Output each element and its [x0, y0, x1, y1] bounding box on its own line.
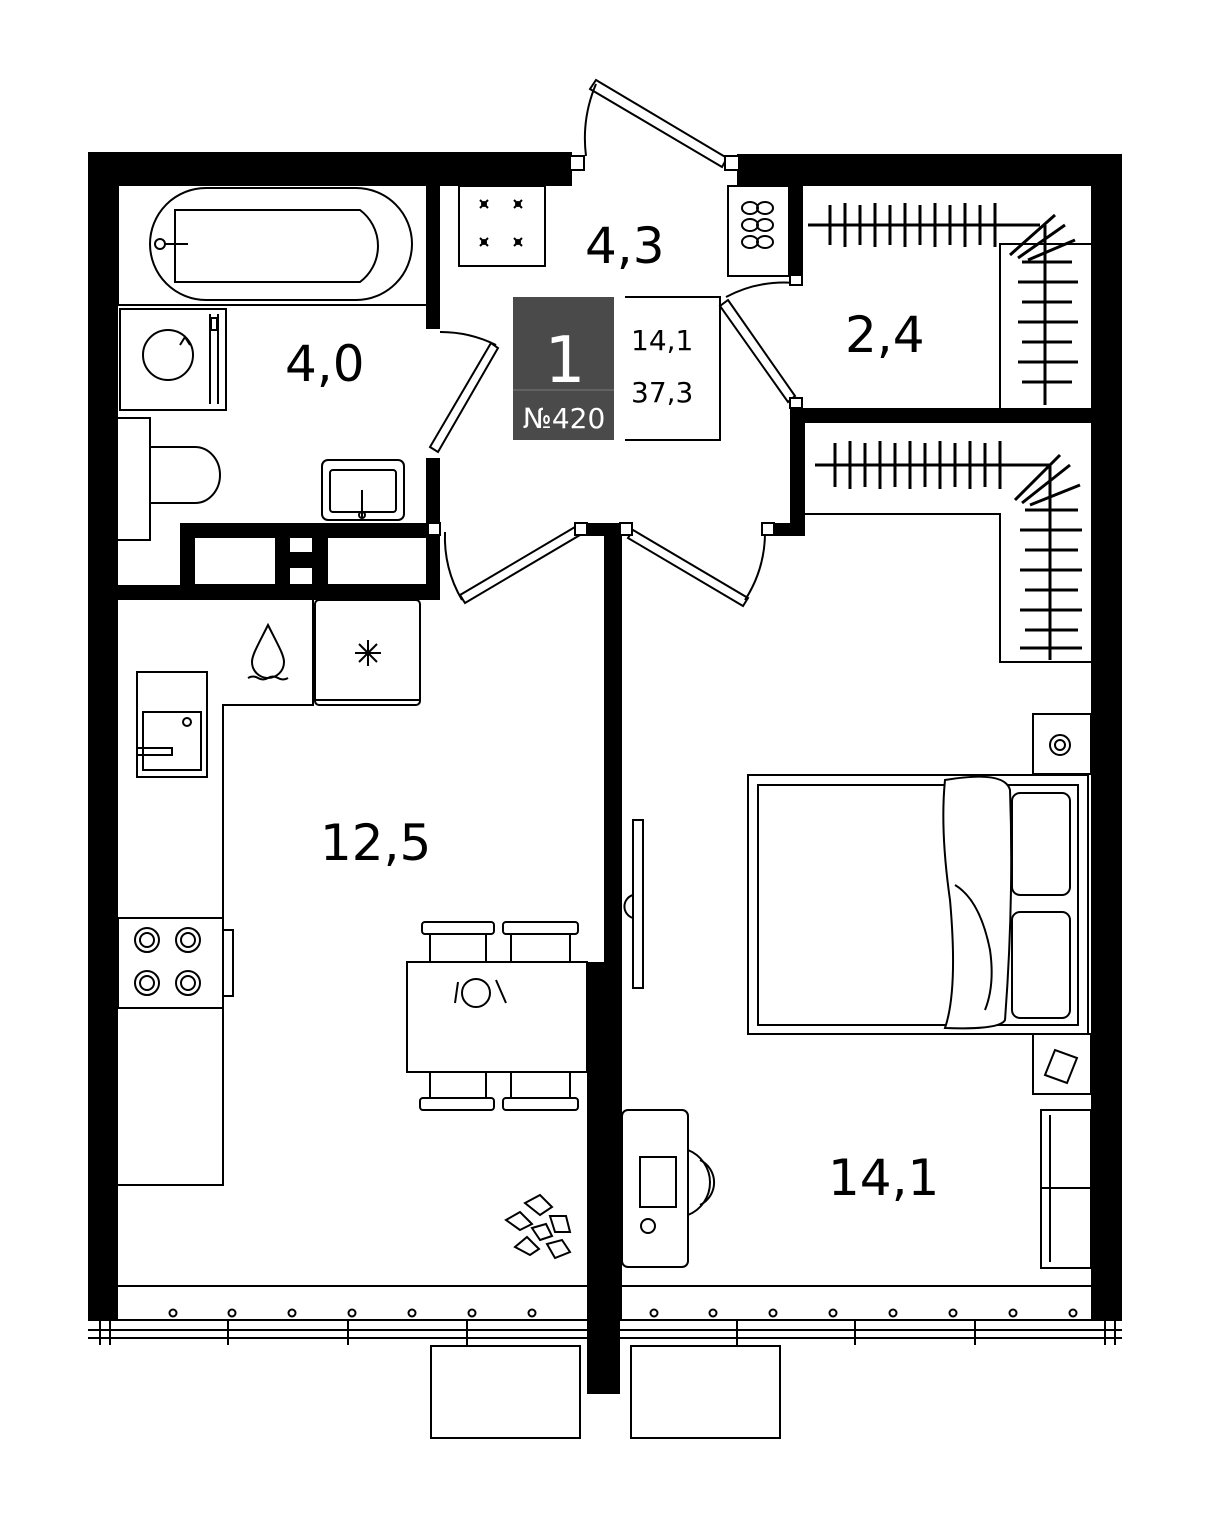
balcony-rail — [88, 1285, 1122, 1439]
room-count: 1 — [545, 324, 586, 398]
living-area: 14,1 — [631, 324, 693, 357]
room-area-kitchen: 12,5 — [320, 814, 431, 872]
bedroom-wardrobe — [805, 441, 1091, 663]
room-area-bedroom: 14,1 — [828, 1149, 939, 1207]
hall-furniture — [458, 185, 790, 441]
bedroom-furniture — [621, 713, 1092, 1269]
total-area: 37,3 — [631, 376, 693, 409]
room-area-bathroom: 4,0 — [285, 335, 365, 393]
kitchen-furniture — [117, 599, 588, 1260]
room-area-wardrobe: 2,4 — [845, 306, 925, 364]
walls — [88, 152, 1122, 1394]
plant-icon — [504, 1193, 572, 1260]
room-area-hall: 4,3 — [585, 217, 665, 275]
wardrobe-furniture — [808, 203, 1091, 408]
doors — [427, 78, 803, 608]
bathroom-furniture — [117, 186, 426, 541]
apartment-badge: 1 №420 14,1 37,3 — [513, 297, 693, 440]
apartment-number: №420 — [523, 402, 606, 435]
room-labels: 4,3 4,0 2,4 12,5 14,1 — [285, 217, 939, 1207]
